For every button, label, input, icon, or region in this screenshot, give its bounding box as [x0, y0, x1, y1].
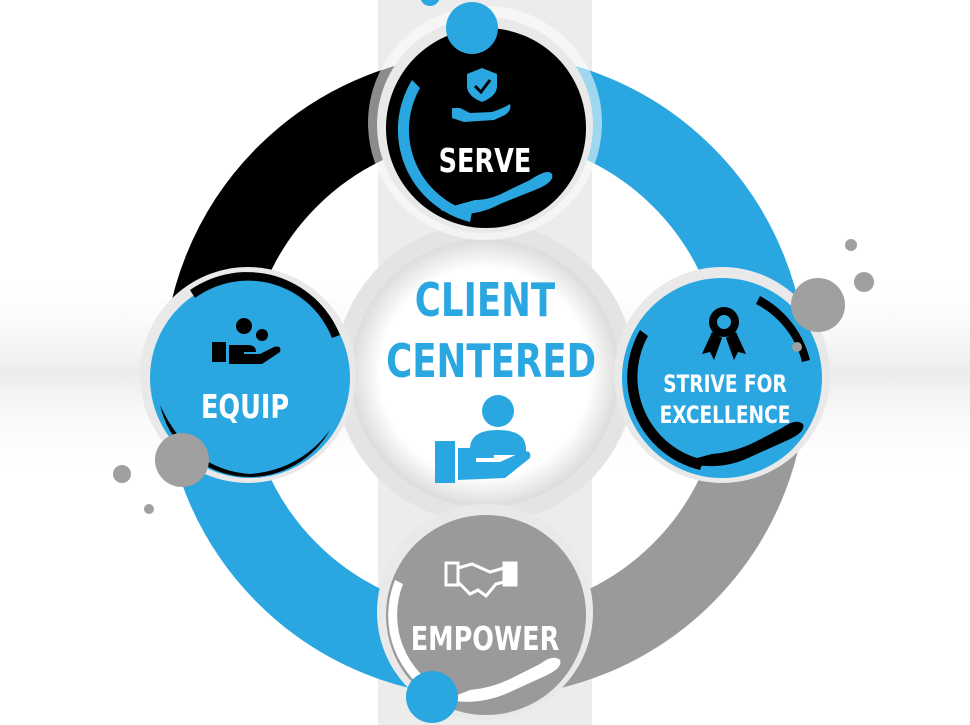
person-hand-icon: [435, 395, 531, 483]
center-circle: [351, 239, 619, 507]
award-ribbon-icon: [702, 307, 746, 360]
empower-hand-swoosh: [445, 657, 561, 702]
gears-hand-icon: [212, 318, 281, 364]
equip-label: EQUIP: [200, 387, 290, 426]
node-empower: [377, 504, 593, 720]
node-serve: [368, 6, 602, 240]
serve-hand-swoosh: [440, 172, 553, 214]
node-equip: [140, 267, 356, 483]
equip-hand-swoosh: [200, 419, 317, 458]
strive-label-line2: EXCELLENCE: [659, 401, 791, 429]
empower-label: EMPOWER: [410, 619, 560, 658]
serve-label: SERVE: [438, 141, 532, 180]
strive-label-line1: STRIVE FOR: [663, 370, 787, 398]
shield-check-hand-icon: [452, 68, 511, 122]
strive-hand-swoosh: [682, 421, 804, 467]
decorative-dots: [113, 0, 874, 723]
node-strive: [614, 267, 830, 483]
handshake-icon: [444, 561, 518, 599]
center-title-line1: CLIENT: [414, 273, 556, 327]
center-title-line2: CENTERED: [386, 334, 597, 388]
